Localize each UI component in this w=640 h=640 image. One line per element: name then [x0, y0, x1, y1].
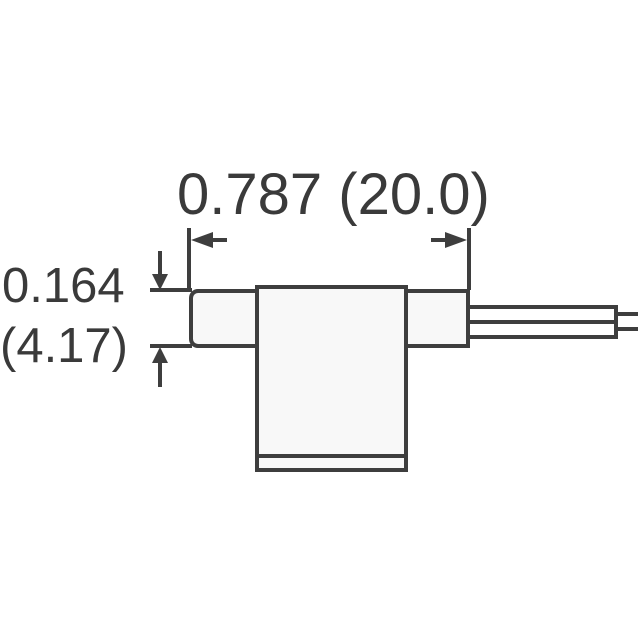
width-dim-arrow-right-icon [445, 232, 467, 248]
width-dim-arrow-left-icon [191, 232, 213, 248]
height-dim-extension-line-bottom [150, 344, 192, 348]
width-dimension-label: 0.787 (20.0) [177, 162, 490, 227]
width-dim-extension-line-left [187, 228, 191, 290]
component-tube-left-section [189, 289, 259, 348]
component-body-base-line [259, 454, 404, 458]
height-dimension-label-mm: (4.17) [0, 319, 129, 373]
width-dim-arrow-left-tail [209, 238, 227, 242]
width-dim-extension-line-right [467, 228, 471, 290]
height-dim-arrow-down-icon [152, 274, 168, 290]
component-body [255, 285, 408, 472]
height-dim-arrow-up-tail [158, 361, 162, 387]
height-dim-extension-line-top [150, 288, 192, 292]
height-dim-arrow-down-tail [158, 251, 162, 276]
height-dimension-label-inches: 0.164 [2, 259, 125, 313]
wire-lead-top [618, 312, 638, 316]
wire-divider-line [470, 320, 616, 324]
component-tube-right-section [402, 289, 470, 348]
wire-lead-bottom [618, 327, 638, 331]
width-dim-arrow-right-tail [431, 238, 449, 242]
height-dim-arrow-up-icon [152, 347, 168, 363]
